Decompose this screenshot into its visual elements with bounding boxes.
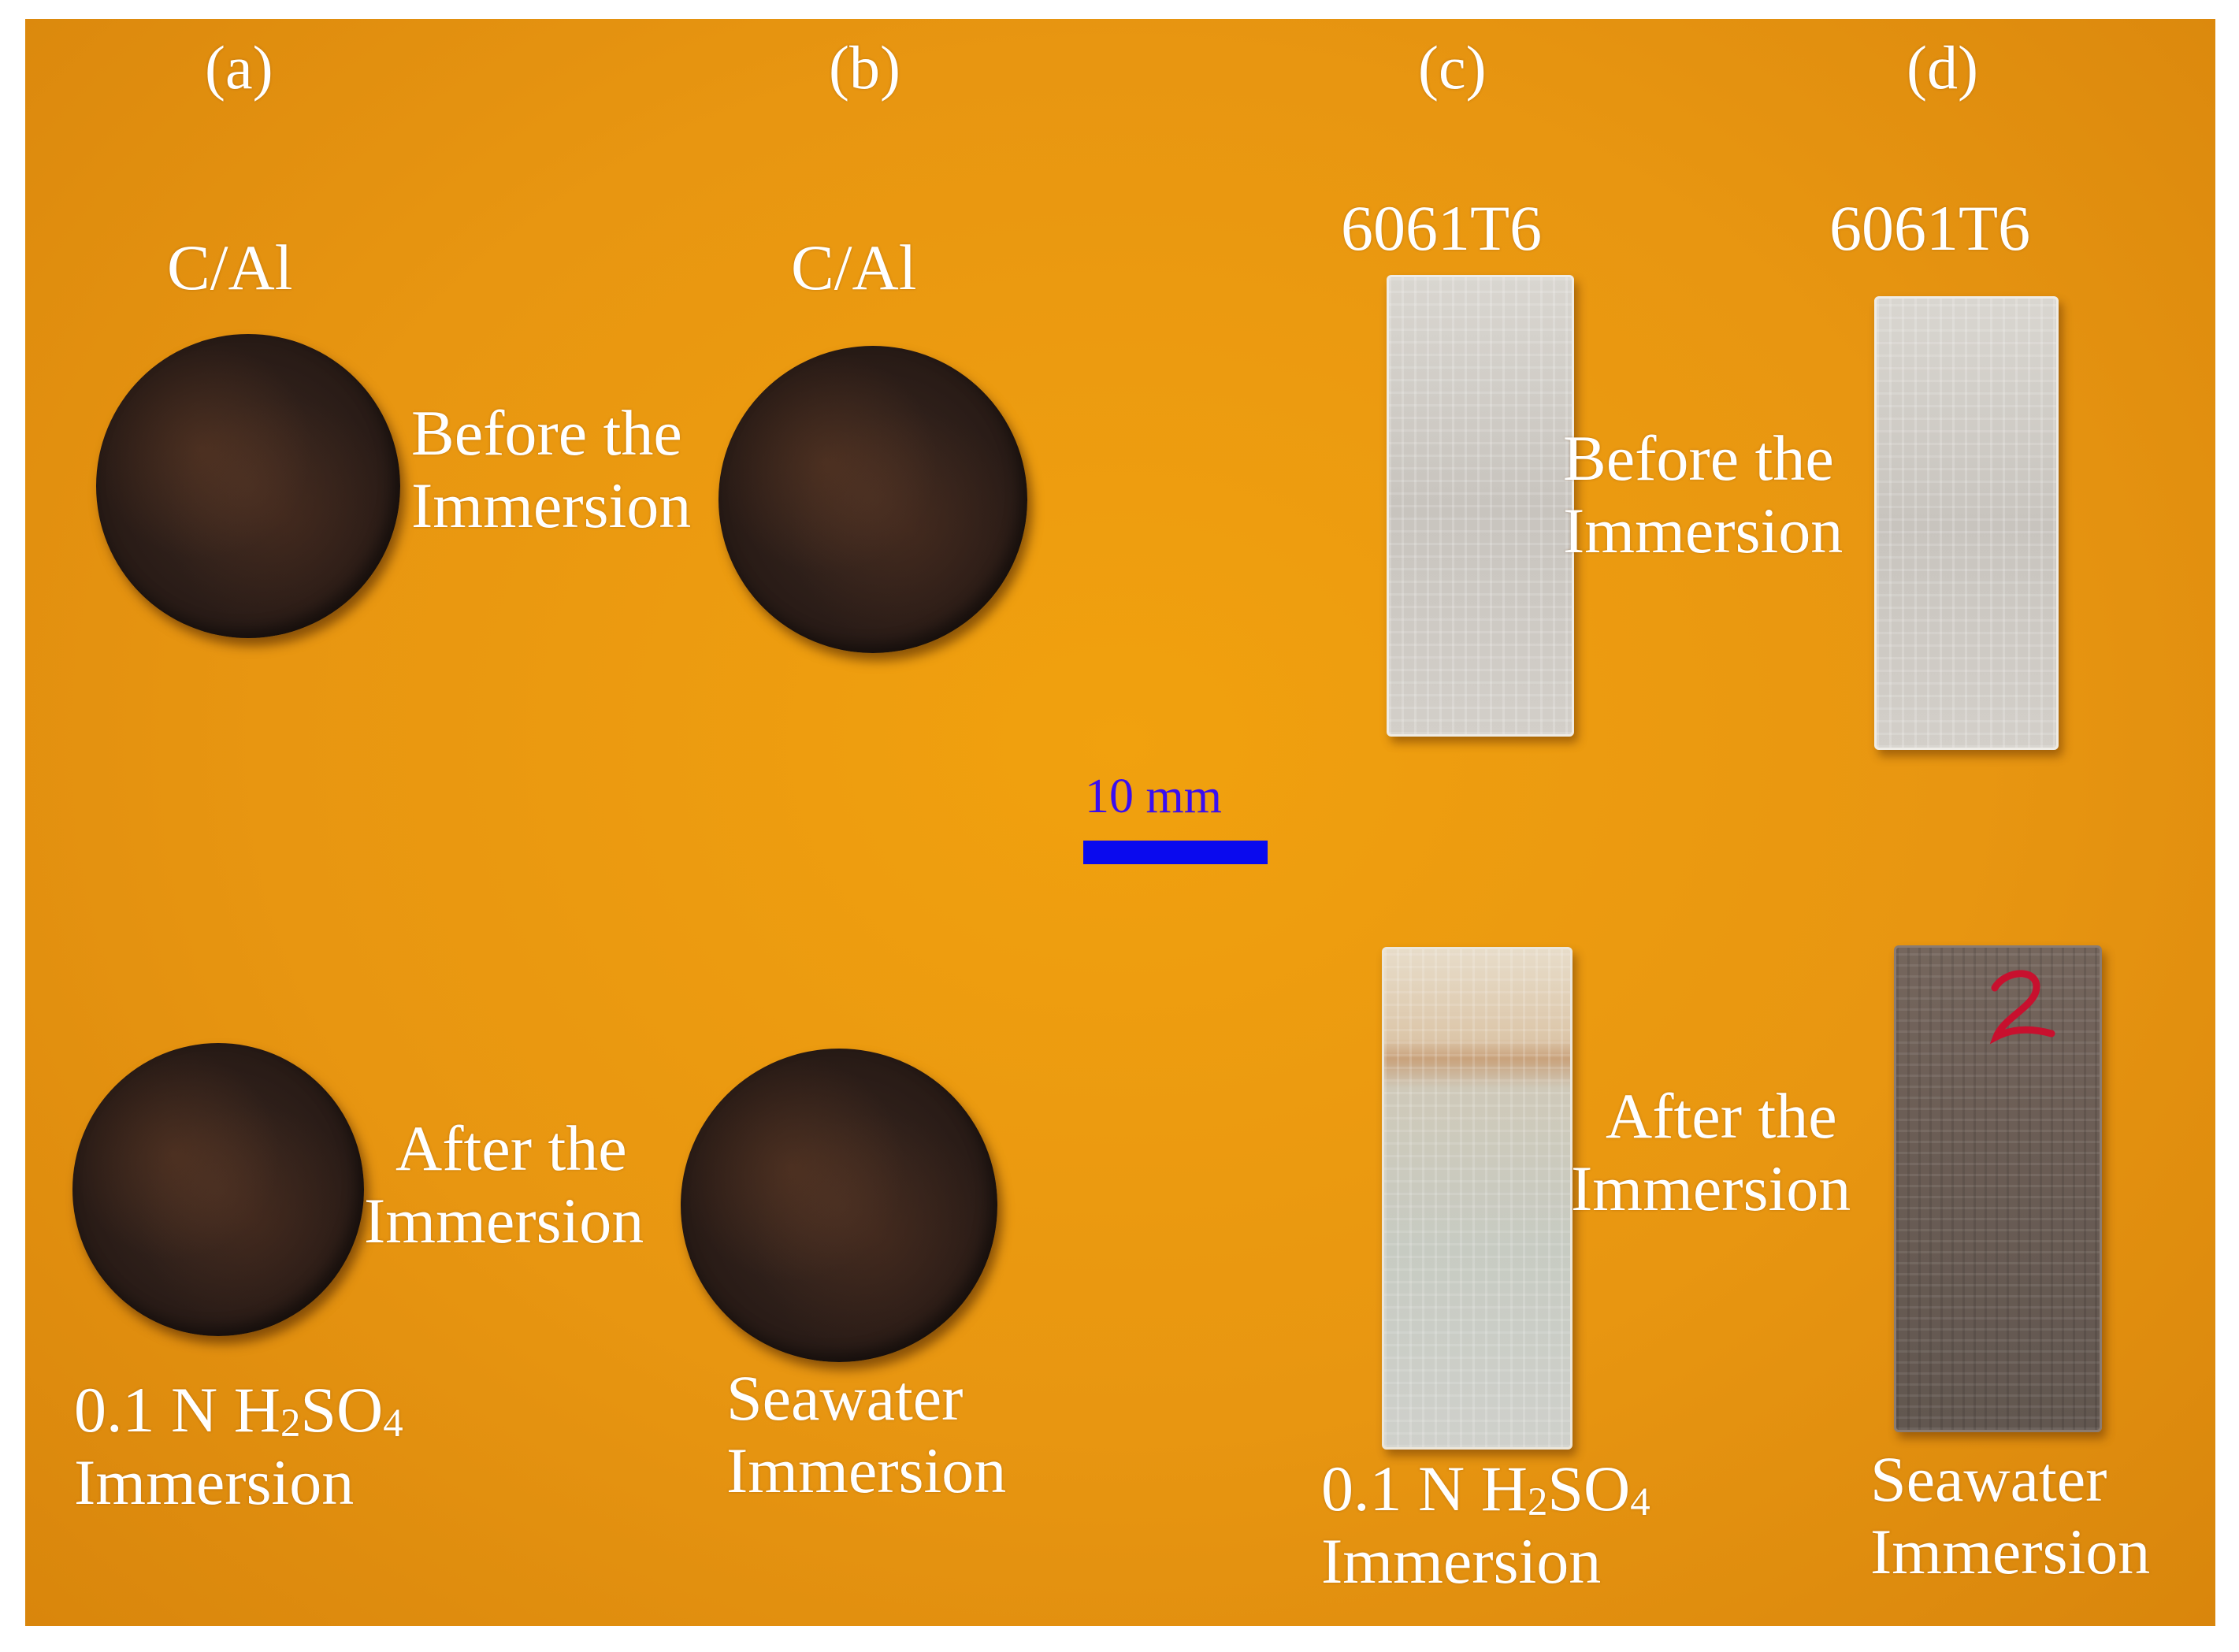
seawater-immersion-b: Immersion: [726, 1434, 1007, 1506]
composite-disc-b-after: [681, 1049, 997, 1362]
acid-formula-a: 0.1 N H2SO4: [74, 1374, 403, 1446]
before-label-right: Before the Immersion: [1563, 422, 1843, 567]
after-label-left: After the Immersion: [364, 1112, 644, 1257]
composite-disc-a-after: [72, 1043, 364, 1336]
material-label-c: 6061T6: [1341, 192, 1543, 264]
panel-label-d: (d): [1907, 33, 1978, 102]
scale-bar: [1083, 841, 1268, 864]
before-label-left-line2: Immersion: [411, 469, 692, 541]
acid-formula-c: 0.1 N H2SO4: [1321, 1453, 1650, 1524]
material-label-a: C/Al: [167, 232, 293, 303]
composite-disc-a-before: [96, 334, 400, 638]
panel-label-a: (a): [205, 33, 273, 102]
after-label-right-line2: Immersion: [1571, 1152, 1851, 1224]
alloy-plate-c-after: [1382, 947, 1572, 1450]
seawater-immersion-d: Immersion: [1870, 1515, 2151, 1587]
composite-disc-b-before: [718, 346, 1027, 653]
alloy-plate-c-before: [1387, 275, 1574, 737]
alloy-plate-d-before: [1874, 296, 2059, 750]
panel-label-c: (c): [1418, 33, 1487, 102]
before-label-left: Before the Immersion: [411, 397, 691, 542]
medium-label-a: 0.1 N H2SO4 Immersion: [74, 1374, 403, 1519]
medium-label-d: Seawater Immersion: [1870, 1443, 2150, 1588]
scale-bar-label: 10 mm: [1085, 770, 1222, 823]
material-label-b: C/Al: [791, 232, 917, 303]
before-label-right-line1: Before the: [1563, 422, 1834, 494]
medium-label-c: 0.1 N H2SO4 Immersion: [1321, 1453, 1650, 1598]
after-label-left-line1: After the: [395, 1112, 627, 1184]
acid-immersion-c: Immersion: [1321, 1524, 1602, 1597]
panel-label-b: (b): [829, 33, 900, 102]
medium-label-b: Seawater Immersion: [726, 1362, 1006, 1507]
after-label-right-line1: After the: [1606, 1080, 1837, 1152]
material-label-d: 6061T6: [1829, 192, 2031, 264]
specimen-number-mark: [1989, 970, 2055, 1045]
seawater-label-b: Seawater: [726, 1362, 964, 1434]
specimen-photo: (a) (b) (c) (d) C/Al C/Al 6061T6 6061T6 …: [25, 19, 2215, 1626]
before-label-left-line1: Before the: [411, 397, 682, 469]
after-label-left-line2: Immersion: [364, 1184, 644, 1257]
before-label-right-line2: Immersion: [1563, 494, 1844, 566]
acid-immersion-a: Immersion: [74, 1446, 355, 1518]
after-label-right: After the Immersion: [1571, 1080, 1851, 1225]
seawater-label-d: Seawater: [1870, 1443, 2107, 1515]
